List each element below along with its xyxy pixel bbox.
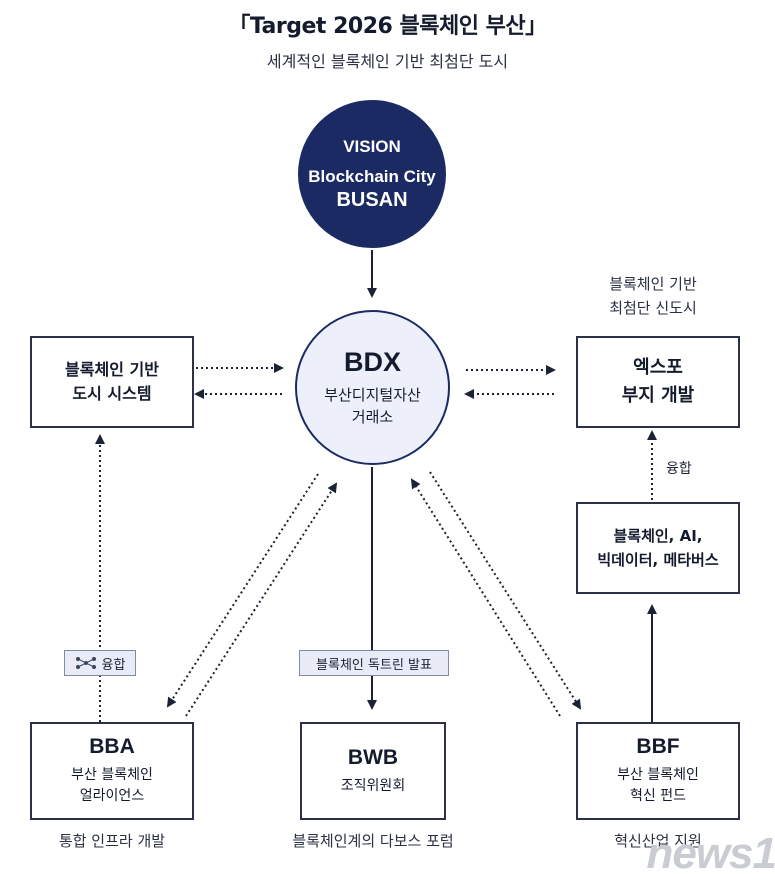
bwb-caption: 블록체인계의 다보스 포럼 [292,832,454,850]
bwb-box: BWB 조직위원회 [300,722,446,820]
bba-caption: 통합 인프라 개발 [58,832,166,850]
bdx-circle: BDX 부산디지털자산 거래소 [295,310,450,465]
vision-circle: VISION Blockchain City BUSAN [298,100,446,248]
tech-box: 블록체인, AI, 빅데이터, 메타버스 [576,502,740,594]
network-icon [75,657,96,669]
expo-site-line-1: 엑스포 [633,357,683,378]
bbf-title: BBF [636,735,680,758]
doctrine-badge-label: 블록체인 독트린 발표 [316,657,432,673]
new-city-caption-line-2: 최첨단 신도시 [609,299,697,317]
bwb-title: BWB [347,745,399,769]
tech-line-2: 빅데이터, 메타버스 [597,551,719,569]
fusion-badge-left-label: 융합 [101,657,126,673]
page-title: 「Target 2026 블록체인 부산」 [228,14,547,39]
bbf-caption: 혁신산업 지원 [614,832,702,850]
bbf-box: BBF 부산 블록체인 혁신 펀드 [576,722,740,820]
vision-line-3: BUSAN [336,188,408,211]
bdx-line-1: 부산디지털자산 [324,386,421,404]
city-system-line-1: 블록체인 기반 [65,360,159,379]
tech-line-1: 블록체인, AI, [613,527,703,545]
vision-label: VISION [343,136,401,156]
arrow-bbf-to-bdx [410,478,561,717]
expo-site-line-2: 부지 개발 [621,385,695,406]
bba-line-2: 얼라이언스 [79,788,145,804]
arrow-bdx-to-bbf [429,471,582,710]
bba-title: BBA [89,735,135,758]
vision-line-2: Blockchain City [308,166,436,186]
bbf-line-2: 혁신 펀드 [630,788,686,804]
bba-box: BBA 부산 블록체인 얼라이언스 [30,722,194,820]
bbf-line-1: 부산 블록체인 [617,767,699,783]
expo-site-box: 엑스포 부지 개발 [576,336,740,428]
arrow-bdx-to-bba [166,473,319,708]
doctrine-badge: 블록체인 독트린 발표 [299,650,449,676]
arrow-bba-to-bdx [185,482,338,717]
page-subtitle: 세계적인 블록체인 기반 최첨단 도시 [266,52,509,71]
city-system-box: 블록체인 기반 도시 시스템 [30,336,194,428]
news1-watermark: news1 [646,829,775,878]
fusion-badge-left: 융합 [64,650,136,676]
bdx-title: BDX [343,347,401,377]
city-system-line-2: 도시 시스템 [72,384,152,403]
bba-line-1: 부산 블록체인 [71,767,153,783]
bwb-line-1: 조직위원회 [340,777,406,794]
new-city-caption: 블록체인 기반 최첨단 신도시 [560,272,746,320]
fusion-label-right: 융합 [666,461,692,477]
new-city-caption-line-1: 블록체인 기반 [609,275,697,293]
bdx-line-2: 거래소 [351,408,394,426]
